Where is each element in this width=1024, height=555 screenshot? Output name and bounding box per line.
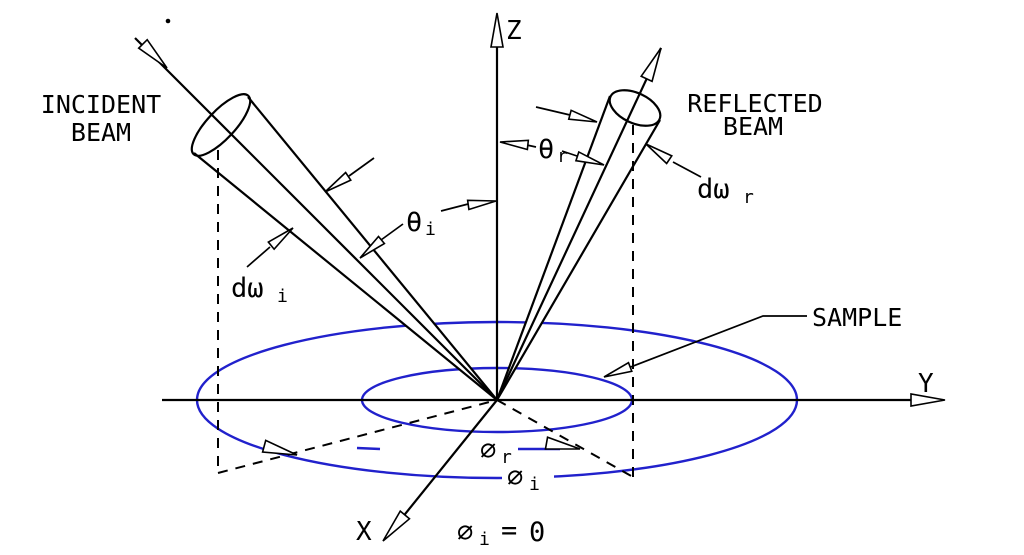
reflected-beam-cone <box>495 44 668 401</box>
sample-label: SAMPLE <box>812 303 902 332</box>
label-mask <box>502 459 554 489</box>
z-axis-arrow <box>490 12 504 48</box>
d-omega-r-annotation <box>535 106 702 178</box>
svg-text:θ: θ <box>406 207 422 238</box>
y-axis-label: Y <box>918 369 934 399</box>
theta-i-label: θ i <box>406 207 436 240</box>
x-axis <box>388 399 498 535</box>
reflected-cone-cap <box>608 89 662 127</box>
x-axis-arrow <box>377 510 411 546</box>
svg-text:=: = <box>501 515 517 546</box>
reflected-beam-label-line1: REFLECTED <box>687 89 822 118</box>
svg-text:θ: θ <box>538 134 554 165</box>
svg-text:∅: ∅ <box>457 517 473 548</box>
theta-r-label: θ r <box>538 134 568 167</box>
plot-dot <box>165 18 171 24</box>
svg-text:∅: ∅ <box>480 435 496 466</box>
incident-beam-label-line2: BEAM <box>71 118 131 147</box>
svg-text:i: i <box>425 219 436 240</box>
svg-text:dω: dω <box>231 273 264 304</box>
phi-r-label: ∅ r <box>480 435 512 468</box>
svg-text:dω: dω <box>697 174 730 205</box>
phi-i-label: ∅ i <box>507 462 540 495</box>
phi-r-arrow <box>544 436 582 456</box>
reflected-beam-label-line2: BEAM <box>723 112 783 141</box>
x-axis-label: X <box>356 517 372 547</box>
incident-projection-line <box>217 399 498 474</box>
theta-r-annotation <box>498 136 607 171</box>
theta-i-annotation <box>356 195 498 263</box>
d-omega-i-label: dω i <box>231 273 288 307</box>
phi-r-arc <box>356 436 582 456</box>
incident-ray-axis <box>134 37 498 401</box>
svg-text:0: 0 <box>529 517 545 548</box>
svg-text:r: r <box>743 187 754 208</box>
reflected-direction-arrow <box>640 44 668 83</box>
svg-text:i: i <box>529 474 540 495</box>
svg-text:i: i <box>277 286 288 307</box>
z-axis-label: Z <box>506 16 522 46</box>
coordinate-axes <box>162 12 946 546</box>
incident-beam-label-line1: INCIDENT <box>41 90 161 119</box>
phi-i-equals-zero-label: ∅ i = 0 <box>457 515 545 550</box>
construction-lines <box>217 125 634 478</box>
sample-leader <box>601 315 807 383</box>
svg-text:r: r <box>557 146 568 167</box>
svg-text:∅: ∅ <box>507 462 523 493</box>
d-omega-r-label: dω r <box>697 174 754 208</box>
reflected-ray-axis <box>496 47 662 401</box>
incident-beam-cone <box>134 37 498 401</box>
d-omega-i-annotation <box>246 157 375 268</box>
svg-text:r: r <box>501 447 512 468</box>
reflected-projection-line <box>496 399 634 478</box>
svg-text:i: i <box>479 529 490 550</box>
incident-direction-arrow <box>137 38 173 74</box>
